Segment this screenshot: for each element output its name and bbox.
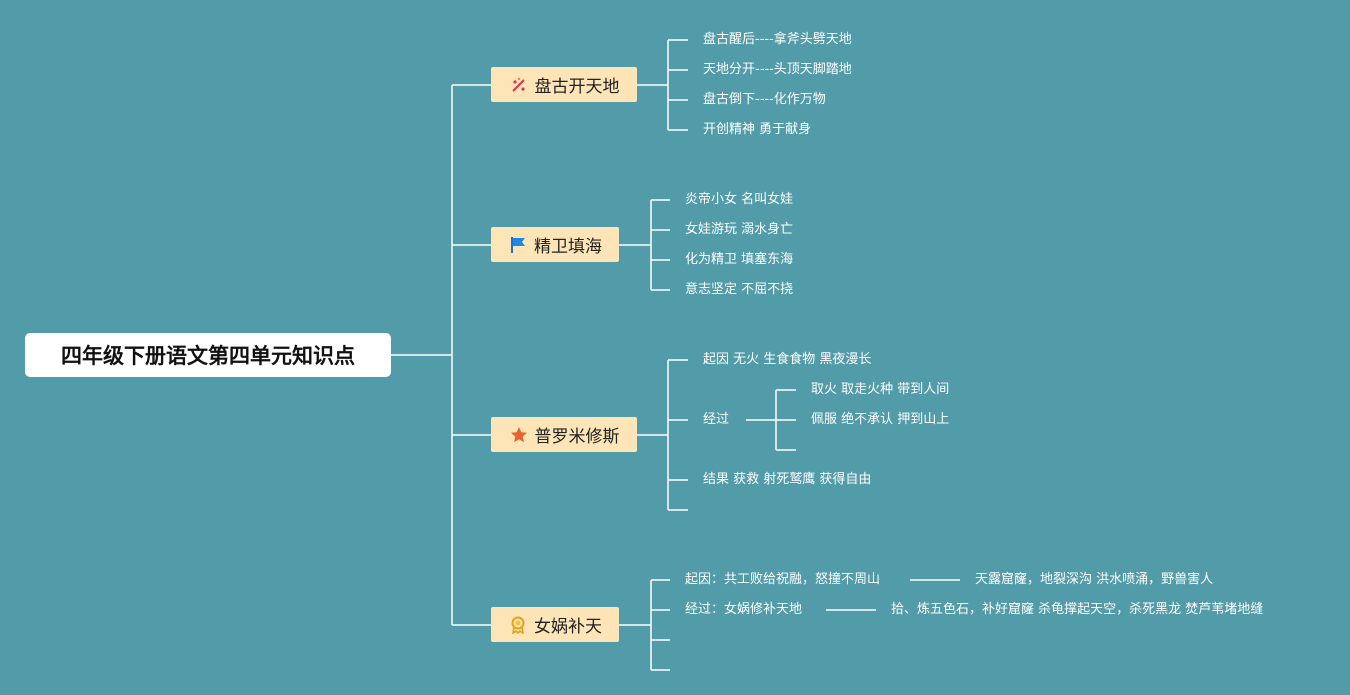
leaf-item[interactable]: 天地分开----头顶天脚踏地 bbox=[703, 62, 852, 77]
leaf-item[interactable]: 化为精卫 填塞东海 bbox=[685, 252, 794, 267]
leaf-item[interactable]: 炎帝小女 名叫女娃 bbox=[685, 192, 794, 207]
branch-nuwa[interactable]: 女娲补天 bbox=[491, 607, 619, 642]
leaf-item[interactable]: 意志坚定 不屈不挠 bbox=[685, 282, 794, 297]
branch-prometheus[interactable]: 普罗米修斯 bbox=[491, 417, 637, 452]
party-popper-icon bbox=[509, 75, 529, 95]
branch-pangu[interactable]: 盘古开天地 bbox=[491, 67, 637, 102]
leaf-item[interactable]: 起因：共工败给祝融，怒撞不周山 bbox=[685, 572, 881, 587]
leaf-item[interactable]: 女娃游玩 溺水身亡 bbox=[685, 222, 794, 237]
leaf-item[interactable]: 佩服 绝不承认 押到山上 bbox=[811, 412, 950, 427]
leaf-item[interactable]: 盘古倒下----化作万物 bbox=[703, 92, 826, 107]
root-topic[interactable]: 四年级下册语文第四单元知识点 bbox=[25, 333, 391, 377]
leaf-item[interactable]: 经过 bbox=[703, 412, 730, 427]
leaf-item[interactable]: 开创精神 勇于献身 bbox=[703, 122, 812, 137]
leaf-item[interactable]: 结果 获救 射死鹫鹰 获得自由 bbox=[703, 472, 872, 487]
branch-label: 普罗米修斯 bbox=[534, 427, 620, 447]
flag-icon bbox=[508, 235, 528, 255]
star-icon bbox=[509, 425, 529, 445]
branch-jingwei[interactable]: 精卫填海 bbox=[491, 227, 619, 262]
leaf-detail[interactable]: 拾、炼五色石，补好窟窿 杀龟撑起天空，杀死黑龙 焚芦苇堵地缝 bbox=[891, 602, 1264, 617]
branch-label: 精卫填海 bbox=[534, 237, 602, 257]
medal-icon bbox=[508, 615, 528, 635]
branch-label: 女娲补天 bbox=[534, 617, 602, 637]
leaf-item[interactable]: 经过：女娲修补天地 bbox=[685, 602, 803, 617]
leaf-item[interactable]: 取火 取走火种 带到人间 bbox=[811, 382, 950, 397]
leaf-detail[interactable]: 天露窟窿，地裂深沟 洪水喷涌，野兽害人 bbox=[975, 572, 1214, 587]
leaf-item[interactable]: 盘古醒后----拿斧头劈天地 bbox=[703, 32, 852, 47]
leaf-item[interactable]: 起因 无火 生食食物 黑夜漫长 bbox=[703, 352, 872, 367]
branch-label: 盘古开天地 bbox=[534, 77, 620, 97]
